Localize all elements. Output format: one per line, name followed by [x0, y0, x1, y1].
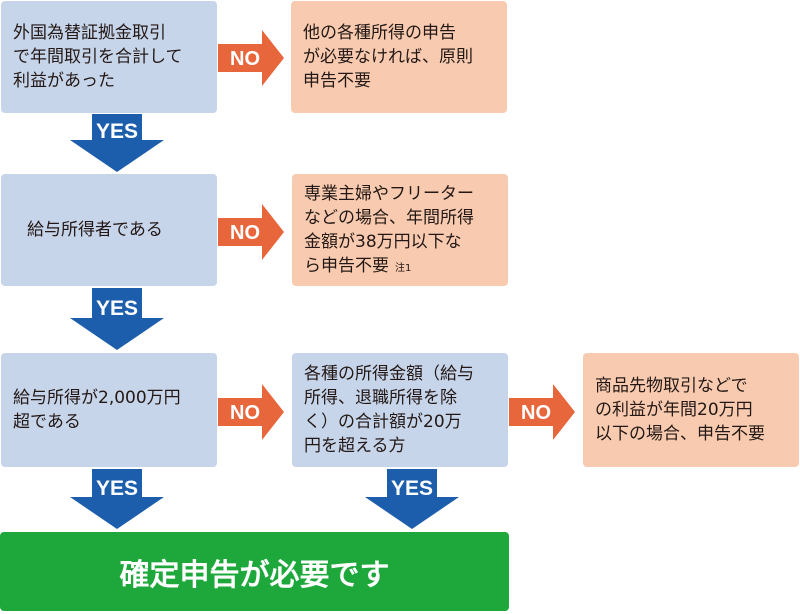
result-housewife-freeter: 専業主婦やフリーター などの場合、年間所得 金額が38万円以下な ら申告不要注1: [292, 174, 508, 286]
question-fx-profit: 外国為替証拠金取引 で年間取引を合計して 利益があった: [1, 1, 217, 113]
yes-arrow-2: YES: [70, 288, 164, 350]
no-label: NO: [521, 402, 551, 424]
no-label: NO: [230, 402, 260, 424]
yes-arrow-3: YES: [70, 469, 164, 529]
result-commodity-futures: 商品先物取引などで の利益が年間20万円 以下の場合、申告不要: [583, 353, 799, 467]
yes-label: YES: [96, 297, 138, 320]
question-salary-earner-text: 給与所得者である: [27, 220, 163, 240]
result-no-filing-generally: 他の各種所得の申告 が必要なければ、原則 申告不要: [291, 1, 507, 113]
question-fx-profit-text: 外国為替証拠金取引 で年間取引を合計して 利益があった: [13, 23, 183, 91]
yes-arrow-shape: [365, 469, 459, 529]
final-tax-return-required: 確定申告が必要です: [0, 532, 509, 611]
question-other-income-text: 各種の所得金額（給与 所得、退職所得を除 く）の合計額が20万 円を超える方: [304, 364, 474, 456]
question-other-income-over-200k: 各種の所得金額（給与 所得、退職所得を除 く）の合計額が20万 円を超える方: [292, 353, 508, 467]
yes-arrow-shape: [70, 114, 164, 172]
yes-label: YES: [96, 120, 138, 143]
no-label: NO: [230, 222, 260, 244]
no-arrow-4: NO: [509, 384, 575, 440]
yes-arrow-shape: [70, 469, 164, 529]
no-arrow-shape: [218, 204, 284, 260]
result-commodity-futures-text: 商品先物取引などで の利益が年間20万円 以下の場合、申告不要: [595, 376, 765, 444]
no-arrow-2: NO: [218, 204, 284, 260]
result-housewife-freeter-text: 専業主婦やフリーター などの場合、年間所得 金額が38万円以下な ら申告不要: [304, 184, 474, 276]
no-arrow-shape: [509, 384, 575, 440]
yes-label: YES: [391, 477, 433, 500]
no-arrow-shape: [218, 384, 284, 440]
yes-arrow-4: YES: [365, 469, 459, 529]
no-label: NO: [230, 48, 260, 70]
result-no-filing-generally-text: 他の各種所得の申告 が必要なければ、原則 申告不要: [303, 23, 473, 91]
yes-arrow-shape: [70, 288, 164, 350]
question-salary-over-20m-text: 給与所得が2,000万円 超である: [13, 388, 181, 432]
final-text: 確定申告が必要です: [119, 557, 390, 593]
question-salary-over-20m: 給与所得が2,000万円 超である: [1, 353, 217, 467]
yes-label: YES: [96, 477, 138, 500]
yes-arrow-1: YES: [70, 114, 164, 172]
no-arrow-1: NO: [218, 30, 284, 86]
note-marker: 注1: [395, 263, 412, 274]
no-arrow-3: NO: [218, 384, 284, 440]
question-salary-earner: 給与所得者である: [1, 174, 217, 286]
no-arrow-shape: [218, 30, 284, 86]
